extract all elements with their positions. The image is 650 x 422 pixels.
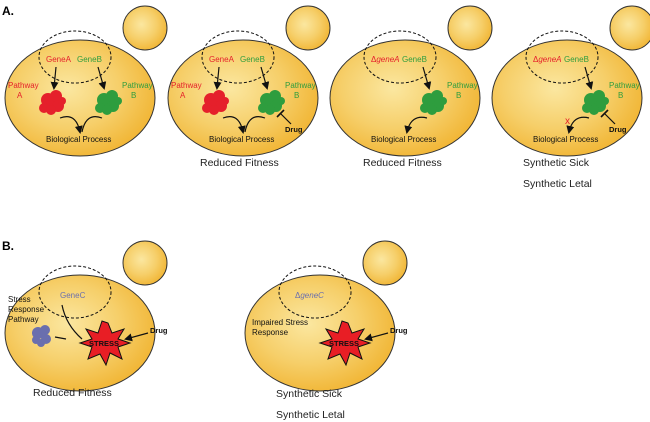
process-label: Biological Process <box>371 135 436 144</box>
stress-label: STRESS <box>89 339 119 348</box>
bud <box>122 5 168 51</box>
caption-line1: Reduced Fitness <box>363 157 442 169</box>
stress-starburst <box>318 320 372 367</box>
gene-c-to-stress-line <box>61 304 83 340</box>
protein-inhibition-line <box>54 336 67 340</box>
stress-label: STRESS <box>329 339 359 348</box>
drug-label: Drug <box>390 326 408 335</box>
pathway-letter: B <box>294 91 299 100</box>
stress-response-protein-icon <box>32 325 51 347</box>
pathway-a-arrow <box>222 116 246 134</box>
pathway-b-arrow <box>244 116 266 133</box>
panel-a-label: A. <box>2 4 14 18</box>
drug-inhibition-line <box>280 113 292 125</box>
caption-line1: Synthetic Sick <box>523 157 590 169</box>
gene-c-label: GeneC <box>60 291 86 300</box>
pathway-letter: A <box>180 91 186 100</box>
pathway-b-protein-icon <box>95 90 122 115</box>
bud <box>362 240 408 286</box>
pathway-b-protein-icon <box>582 90 609 115</box>
pathway-a-protein-icon <box>39 90 66 115</box>
nucleus <box>201 30 275 84</box>
nucleus <box>38 265 112 319</box>
cell-b1: GeneC Stress Response Pathway STRESS Dru… <box>4 240 168 399</box>
drug-label: Drug <box>150 326 168 335</box>
pathway-b-arrow <box>566 116 590 134</box>
gene-b-label: GeneB <box>77 55 102 64</box>
pathway-b-arrow <box>81 116 103 133</box>
drug-label: Drug <box>609 125 627 134</box>
process-label: Biological Process <box>533 135 598 144</box>
process-label: Biological Process <box>46 135 111 144</box>
gene-b-label: GeneB <box>402 55 427 64</box>
impaired-stress-response-label: Impaired Stress Response <box>252 318 310 337</box>
nucleus <box>38 30 112 84</box>
caption-line2: Synthetic Letal <box>523 178 592 190</box>
gene-b-arrow <box>584 66 594 90</box>
pathway-letter: B <box>131 91 136 100</box>
pathway-letter: B <box>618 91 623 100</box>
gene-a-arrow <box>213 66 222 90</box>
pathway-a-arrow <box>59 116 83 134</box>
deleted-gene-a-label: ΔgeneA <box>533 55 561 64</box>
deleted-gene-c-label: ΔgeneC <box>295 291 324 300</box>
deleted-gene-a-label: ΔgeneA <box>371 55 399 64</box>
pathway-b-arrow <box>404 116 428 134</box>
drug-inhibition-bar <box>276 109 285 118</box>
gene-a-label: GeneA <box>209 55 235 64</box>
pathway-b-protein-icon <box>258 90 285 115</box>
drug-arrow <box>124 332 149 342</box>
panel-b-label: B. <box>2 239 14 253</box>
caption-line2: Synthetic Letal <box>276 409 345 421</box>
drug-arrow <box>364 332 389 342</box>
caption-line1: Reduced Fitness <box>33 387 112 399</box>
stress-response-pathway-label: Stress Response Pathway <box>8 295 46 324</box>
bud <box>122 240 168 286</box>
gene-b-arrow <box>260 66 270 90</box>
pathway-letter: A <box>17 91 23 100</box>
pathway-letter: B <box>456 91 461 100</box>
bud <box>285 5 331 51</box>
caption-line1: Reduced Fitness <box>200 157 279 169</box>
nucleus <box>525 30 599 84</box>
gene-b-arrow <box>97 66 107 90</box>
gene-a-arrow <box>50 66 59 90</box>
blocked-x-icon: x <box>565 116 570 127</box>
pathway-a-protein-icon <box>202 90 229 115</box>
cell-b2: ΔgeneC Impaired Stress Response STRESS D… <box>244 240 408 421</box>
nucleus <box>278 265 352 319</box>
pathway-b-protein-icon <box>420 90 447 115</box>
process-label: Biological Process <box>209 135 274 144</box>
caption-line1: Synthetic Sick <box>276 388 343 400</box>
gene-a-label: GeneA <box>46 55 72 64</box>
gene-b-label: GeneB <box>240 55 265 64</box>
bud <box>447 5 493 51</box>
nucleus <box>363 30 437 84</box>
drug-inhibition-bar <box>600 109 609 118</box>
stress-starburst <box>78 320 132 367</box>
bud <box>609 5 650 51</box>
drug-label: Drug <box>285 125 303 134</box>
drug-inhibition-line <box>604 113 616 125</box>
gene-b-label: GeneB <box>564 55 589 64</box>
gene-b-arrow <box>422 66 432 90</box>
